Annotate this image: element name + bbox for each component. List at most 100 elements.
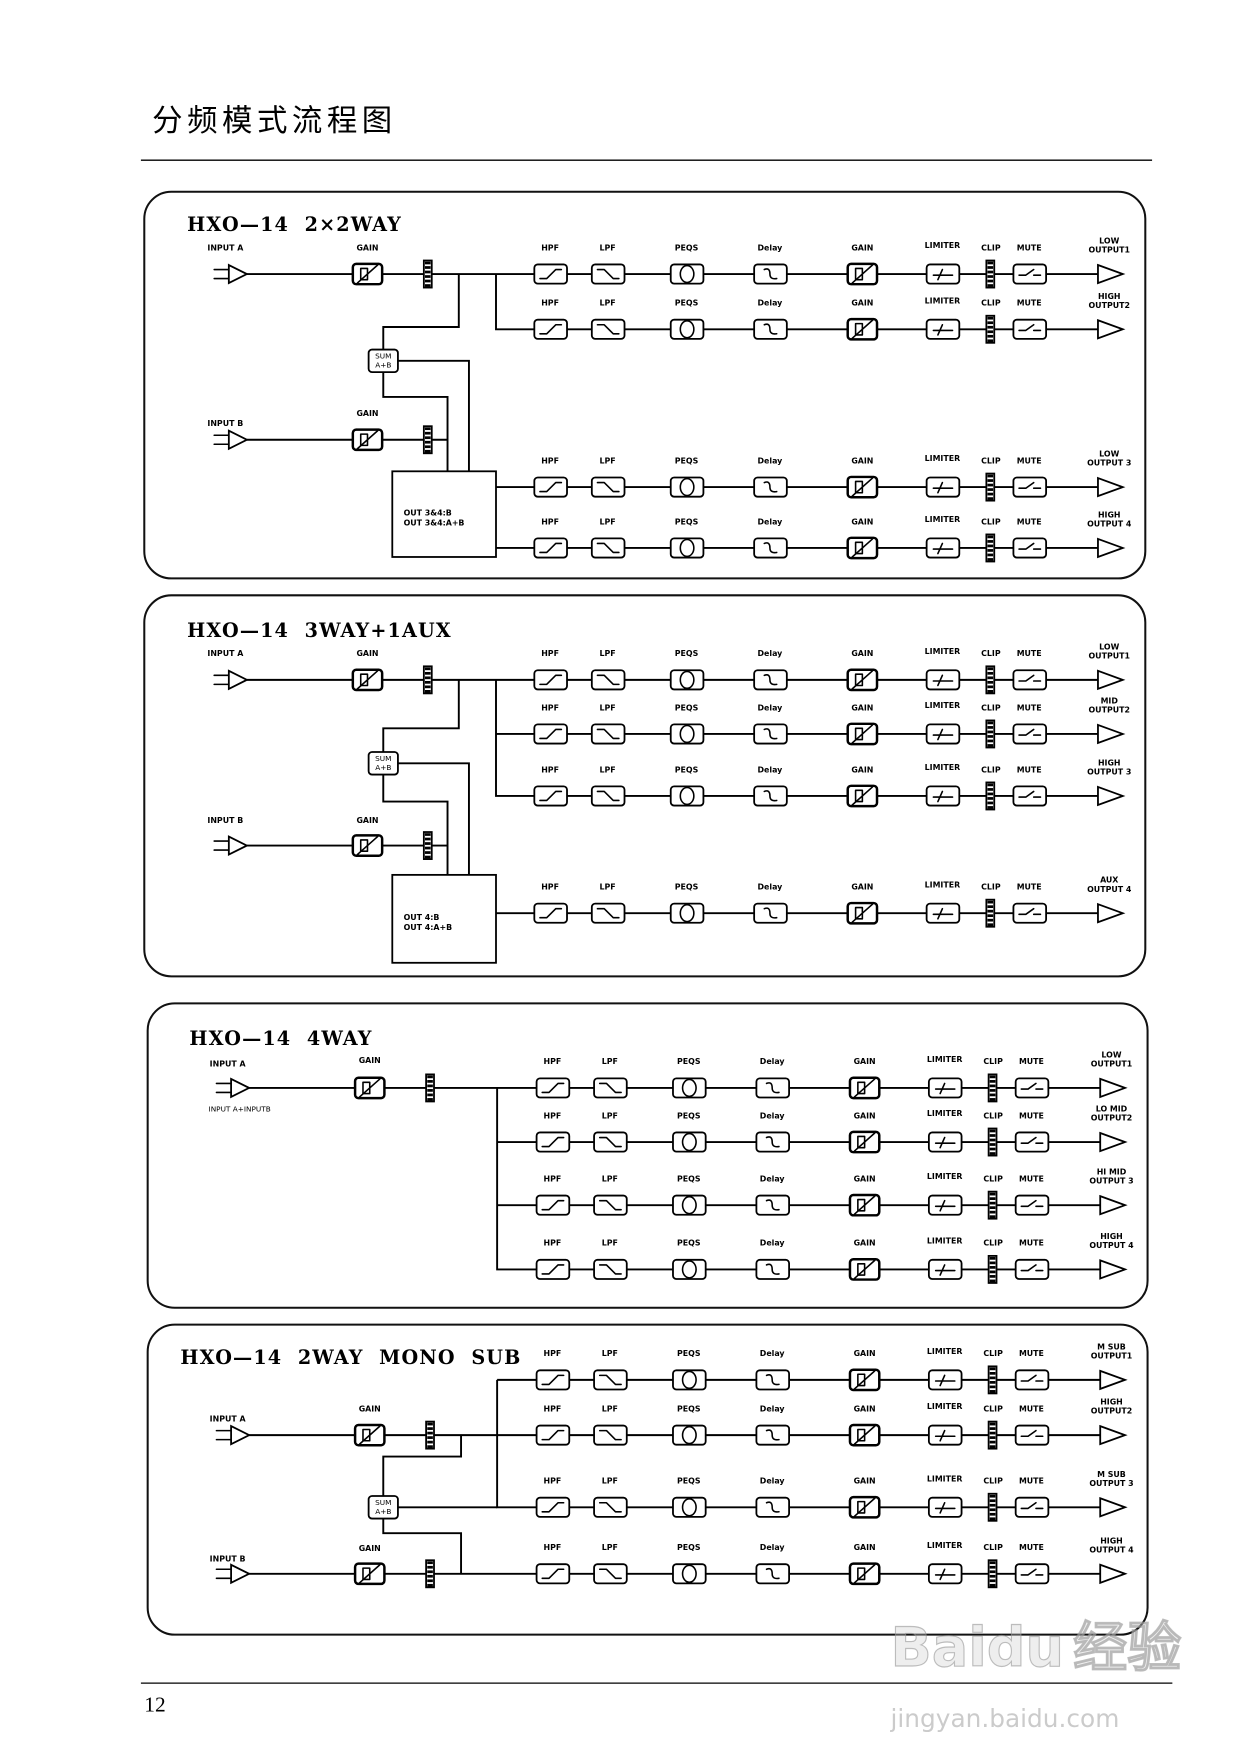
meter-segment [989,1138,996,1142]
meter-segment [427,1570,433,1574]
lpf-block [590,476,626,498]
output-jack [1099,1259,1128,1280]
low-pass-icon [598,1199,622,1211]
hpf-label: HPF [543,1057,561,1066]
delay-icon [765,1136,780,1148]
delay-block [753,723,788,745]
mute-box [1012,785,1048,807]
meter-segment [424,685,431,689]
low-pass-icon [596,542,620,554]
limiter-label: LIMITER [927,1541,963,1550]
meter-segment [427,1565,433,1569]
meter-segment [987,284,994,287]
limiter-box [927,1424,963,1446]
meter-segment [427,1583,433,1587]
page-number: 12 [144,1692,165,1716]
meter-segment [987,667,994,671]
limiter-icon [932,323,954,336]
clip-label: CLIP [983,1477,1003,1486]
limiter-box [927,1258,963,1280]
meter-segment [989,1192,996,1196]
meter-frame [985,533,996,563]
meter-frame [985,665,996,695]
parametric-eq-icon [679,538,695,558]
panel-title: HXO—14 4WAY [189,1027,372,1050]
peq-box [669,669,705,691]
gain-label: GAIN [854,1349,876,1358]
delay-icon [763,907,778,919]
meter-segment [987,544,994,548]
output-jack [1099,1424,1128,1446]
peq-block [669,318,705,340]
meter-segment [989,1266,996,1269]
gain-label: GAIN [854,1057,876,1066]
output-icon [1099,1194,1128,1216]
peq-block [672,1258,707,1280]
clip-label: CLIP [983,1349,1003,1358]
sum-sublabel: A+B [375,763,391,772]
mute-switch-icon [1020,1429,1044,1438]
mute-label: MUTE [1019,1477,1044,1486]
meter-segment [424,261,431,265]
meter-segment [987,334,994,338]
clip-label: CLIP [981,243,1001,252]
meter-segment [427,1093,433,1097]
peq-block [669,476,705,498]
gain-slope-icon [853,1497,876,1518]
meter-segment [424,279,431,283]
output-name: LOW [1099,237,1119,246]
peq-box [669,537,705,559]
clip-meter [985,533,996,563]
delay-icon [765,1374,780,1386]
peqs-label: PEQS [677,1349,701,1358]
peq-block [669,902,705,924]
input-gain-block [353,1562,386,1586]
signal-wire [382,1518,463,1574]
limiter-block [925,537,961,559]
sum-box [367,1495,399,1520]
meter-segment [989,1508,996,1512]
mute-label: MUTE [1019,1239,1044,1248]
meter-frame [425,1073,435,1103]
mute-box [1014,1077,1050,1099]
delay-block [753,537,788,559]
mute-block [1012,785,1048,807]
hpf-block [535,1563,571,1585]
limiter-icon [934,1136,956,1149]
output-name: HI MID [1097,1168,1127,1177]
high-pass-icon [539,268,563,280]
clip-meter [985,898,996,928]
gain-slope-icon [853,1195,876,1215]
lpf-label: LPF [602,1057,618,1066]
delay-label: Delay [760,1404,785,1413]
meter-segment [427,1445,433,1448]
output-name: HIGH [1098,292,1121,301]
gain-slope-icon [853,1132,876,1152]
meter-segment [989,1270,996,1274]
meter-frame [422,425,433,455]
meter-segment [989,1201,996,1205]
meter-segment [424,690,431,693]
lpf-block [593,1424,628,1446]
output-icon [1097,669,1126,691]
hpf-label: HPF [541,517,559,526]
meter-segment [987,788,994,791]
delay-label: Delay [758,456,783,465]
mute-switch-icon [1018,674,1042,682]
meter-segment [989,1084,996,1088]
meter-segment [424,676,431,680]
meter-frame [425,1559,435,1589]
output-port: OUTPUT 4 [1089,1545,1134,1554]
peq-box [672,1563,707,1585]
output-port: OUTPUT 4 [1087,885,1132,894]
input-gain-label: GAIN [359,1404,381,1413]
mute-switch-icon [1020,1568,1044,1576]
high-pass-icon [539,542,563,554]
gain-label: GAIN [854,1174,876,1183]
